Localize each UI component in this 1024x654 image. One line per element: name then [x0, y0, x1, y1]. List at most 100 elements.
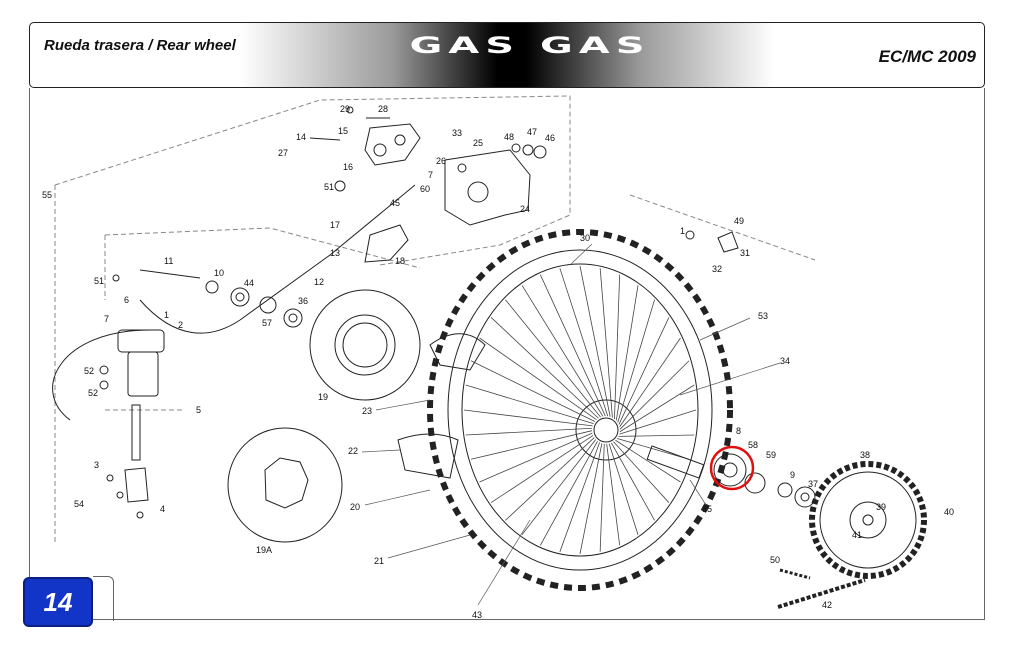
- callout-label: 1: [680, 226, 685, 236]
- wheel-spoke: [539, 440, 598, 546]
- callout-label: 35: [702, 504, 712, 514]
- disc-guard: [227, 427, 343, 543]
- group-outlines: [54, 95, 816, 545]
- wheel-spoke: [599, 443, 605, 552]
- callout-label: 25: [473, 138, 483, 148]
- callout-label: 50: [770, 555, 780, 565]
- wheel-spoke: [619, 409, 697, 435]
- callout-label: 5: [196, 405, 201, 415]
- callout-label: 18: [395, 256, 405, 266]
- callout-label: 19: [318, 392, 328, 402]
- wheel-spoke: [618, 317, 670, 425]
- brake-caliper-group: [309, 106, 547, 226]
- wheel-spoke: [463, 409, 593, 427]
- callout-label: 12: [314, 277, 324, 287]
- callout-label: 7: [428, 170, 433, 180]
- badge-frame: [93, 576, 114, 621]
- callout-label: 23: [362, 406, 372, 416]
- wheel-spoke: [608, 443, 639, 535]
- callout-label: 59: [766, 450, 776, 460]
- callout-label: 45: [390, 198, 400, 208]
- wheel-spoke: [619, 337, 681, 428]
- callout-label: 15: [338, 126, 348, 136]
- wheel-spoke: [611, 442, 655, 521]
- callout-label: 31: [740, 248, 750, 258]
- callout-label: 52: [84, 366, 94, 376]
- wheel-spoke: [490, 317, 599, 419]
- callout-label: 39: [876, 502, 886, 512]
- callout-label: 19A: [256, 545, 272, 555]
- page-number-badge: 14: [23, 577, 93, 627]
- callout-label: 4: [160, 504, 165, 514]
- callout-label: 14: [296, 132, 306, 142]
- brand-logo: GAS GAS: [409, 33, 651, 59]
- callout-label: 60: [420, 184, 430, 194]
- callout-label: 20: [350, 502, 360, 512]
- wheel-spoke: [539, 274, 606, 417]
- callout-label: 21: [374, 556, 384, 566]
- master-cylinder: [99, 329, 165, 519]
- callout-label: 2: [178, 320, 183, 330]
- callout-label: 16: [343, 162, 353, 172]
- wheel-spoke: [465, 427, 593, 436]
- wheel-spoke: [617, 438, 690, 460]
- callout-label: 54: [74, 499, 84, 509]
- wheel-spoke: [618, 434, 695, 437]
- wheel-spoke: [470, 360, 596, 422]
- callout-label: 7: [104, 314, 109, 324]
- callout-label: 42: [822, 600, 832, 610]
- wheel-spoke: [606, 443, 621, 546]
- callout-label: 8: [736, 426, 741, 436]
- callout-label: 51: [324, 182, 334, 192]
- wheel-spoke: [619, 384, 695, 433]
- callout-label: 51: [94, 276, 104, 286]
- callout-label: 44: [244, 278, 254, 288]
- wheel-spoke: [599, 268, 613, 418]
- wheel-spoke: [479, 432, 593, 483]
- wheel-spoke: [559, 268, 609, 417]
- wheel-spoke: [490, 435, 594, 503]
- callout-label: 22: [348, 446, 358, 456]
- wheel-spoke: [619, 360, 690, 430]
- callout-label: 37: [808, 479, 818, 489]
- wheel-spoke: [579, 443, 603, 555]
- wheel-spoke: [470, 430, 593, 460]
- callout-label: 46: [545, 133, 555, 143]
- drive-chain: [777, 568, 866, 609]
- callout-label: 58: [748, 440, 758, 450]
- callout-label: 28: [378, 104, 388, 114]
- callout-label: 52: [88, 388, 98, 398]
- brake-hose: [52, 184, 416, 421]
- brake-disc: [309, 289, 421, 401]
- model-label: EC/MC 2009: [878, 47, 976, 66]
- callout-label: 10: [214, 268, 224, 278]
- wheel-spoke: [579, 265, 611, 417]
- callout-label: 55: [42, 190, 52, 200]
- callout-label: 26: [436, 156, 446, 166]
- callout-label: 38: [860, 450, 870, 460]
- callout-label: 3: [94, 460, 99, 470]
- wheel-spoke: [615, 439, 681, 483]
- callout-label: 34: [780, 356, 790, 366]
- callout-label: 57: [262, 318, 272, 328]
- wheel-spoke: [521, 439, 597, 535]
- callout-label: 11: [164, 256, 173, 266]
- callout-label: 33: [452, 128, 462, 138]
- highlight-circle: [709, 445, 755, 491]
- wheel-spoke: [465, 384, 594, 424]
- callout-label: 13: [330, 248, 340, 258]
- rear-wheel: [397, 229, 733, 591]
- callout-label: 29: [340, 104, 350, 114]
- callout-label: 41: [852, 530, 862, 540]
- callout-label: 47: [527, 127, 537, 137]
- callout-label: 17: [330, 220, 340, 230]
- wheel-spoke: [613, 441, 670, 503]
- rear-sprocket: [809, 461, 927, 579]
- wheel-spoke: [521, 285, 604, 417]
- callout-label: 1: [164, 310, 169, 320]
- section-title: Rueda trasera / Rear wheel: [44, 37, 236, 54]
- callout-label: 36: [298, 296, 308, 306]
- callout-labels: 29 28 14 15 27 16 33 25 48 47 46 26 7 60…: [42, 104, 954, 620]
- wheel-spoke: [617, 299, 655, 423]
